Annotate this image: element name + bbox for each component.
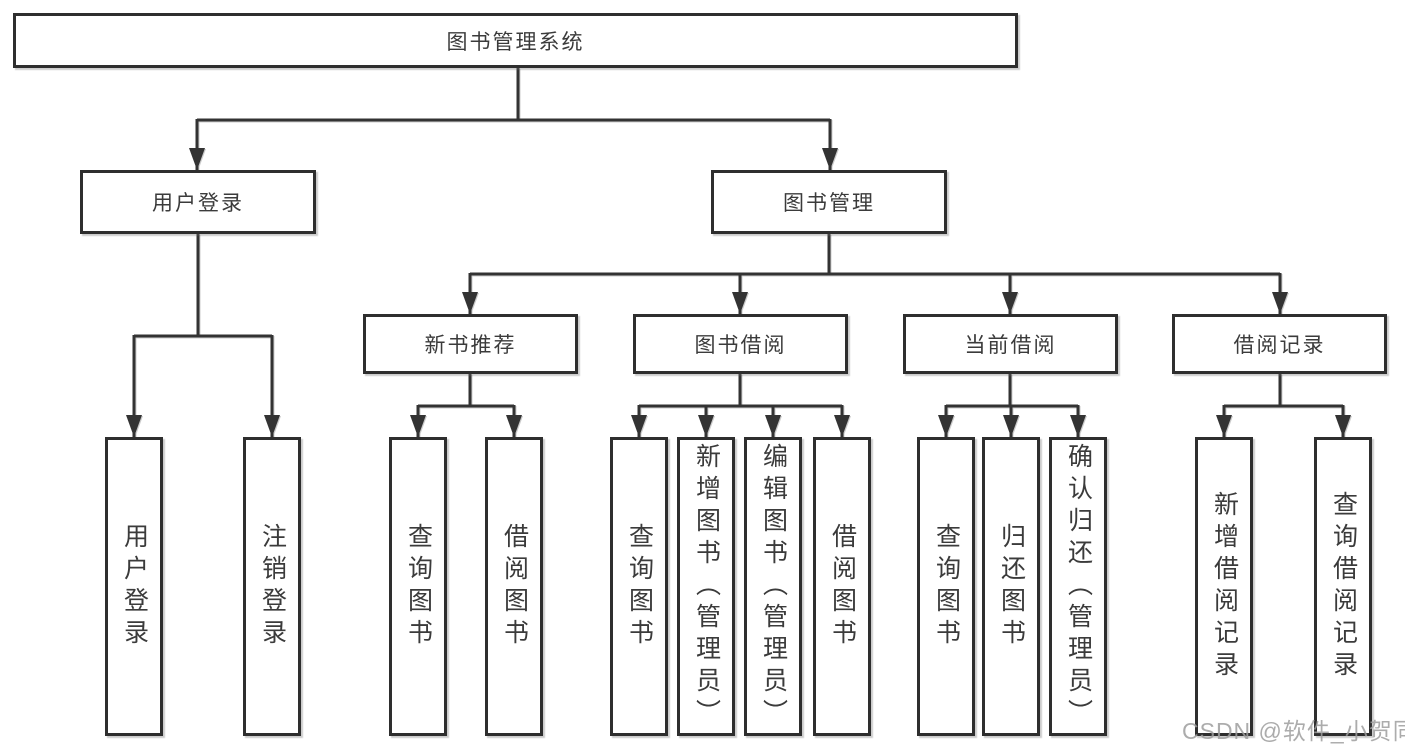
- node-book-borrow: 图书借阅: [633, 314, 848, 374]
- leaf-query-borrow-record: 查询借阅记录: [1314, 437, 1372, 736]
- leaf-label: 注销登录: [258, 522, 287, 651]
- leaf-add-borrow-record: 新增借阅记录: [1195, 437, 1253, 736]
- leaf-label: 编辑图书（管理员）: [759, 442, 788, 731]
- node-book-management: 图书管理: [711, 170, 947, 234]
- leaf-return-book: 归还图书: [982, 437, 1040, 736]
- leaf-label: 查询图书: [932, 522, 961, 651]
- leaf-label: 归还图书: [997, 522, 1026, 651]
- leaf-user-login: 用户登录: [105, 437, 163, 736]
- leaf-label: 查询图书: [625, 522, 654, 651]
- connector-book-mgmt: [462, 234, 1288, 314]
- leaf-label: 查询借阅记录: [1329, 490, 1358, 683]
- leaf-logout: 注销登录: [243, 437, 301, 736]
- leaf-label: 借阅图书: [500, 522, 529, 651]
- leaf-confirm-return-admin: 确认归还（管理员）: [1049, 437, 1107, 736]
- leaf-query-book-3: 查询图书: [917, 437, 975, 736]
- connector-current-borrow: [938, 374, 1086, 437]
- leaf-borrow-book-1: 借阅图书: [485, 437, 543, 736]
- leaf-label: 确认归还（管理员）: [1064, 442, 1093, 731]
- node-new-book-recommend: 新书推荐: [363, 314, 578, 374]
- connector-new-book: [410, 374, 522, 437]
- leaf-query-book-2: 查询图书: [610, 437, 668, 736]
- leaf-label: 新增借阅记录: [1210, 490, 1239, 683]
- connector-root: [189, 68, 838, 170]
- node-borrow-record: 借阅记录: [1172, 314, 1387, 374]
- leaf-borrow-book-2: 借阅图书: [813, 437, 871, 736]
- leaf-add-book-admin: 新增图书（管理员）: [677, 437, 735, 736]
- leaf-label: 借阅图书: [828, 522, 857, 651]
- connector-borrow-record: [1216, 374, 1351, 437]
- csdn-watermark: CSDN @软件_小贺同学: [1182, 718, 1405, 744]
- node-user-login: 用户登录: [80, 170, 316, 234]
- leaf-label: 用户登录: [120, 522, 149, 651]
- leaf-label: 查询图书: [404, 522, 433, 651]
- leaf-label: 新增图书（管理员）: [692, 442, 721, 731]
- leaf-query-book-1: 查询图书: [389, 437, 447, 736]
- node-current-borrow: 当前借阅: [903, 314, 1118, 374]
- node-library-system: 图书管理系统: [13, 13, 1018, 68]
- connector-user-login: [126, 234, 280, 437]
- connector-book-borrow: [631, 374, 850, 437]
- leaf-edit-book-admin: 编辑图书（管理员）: [744, 437, 802, 736]
